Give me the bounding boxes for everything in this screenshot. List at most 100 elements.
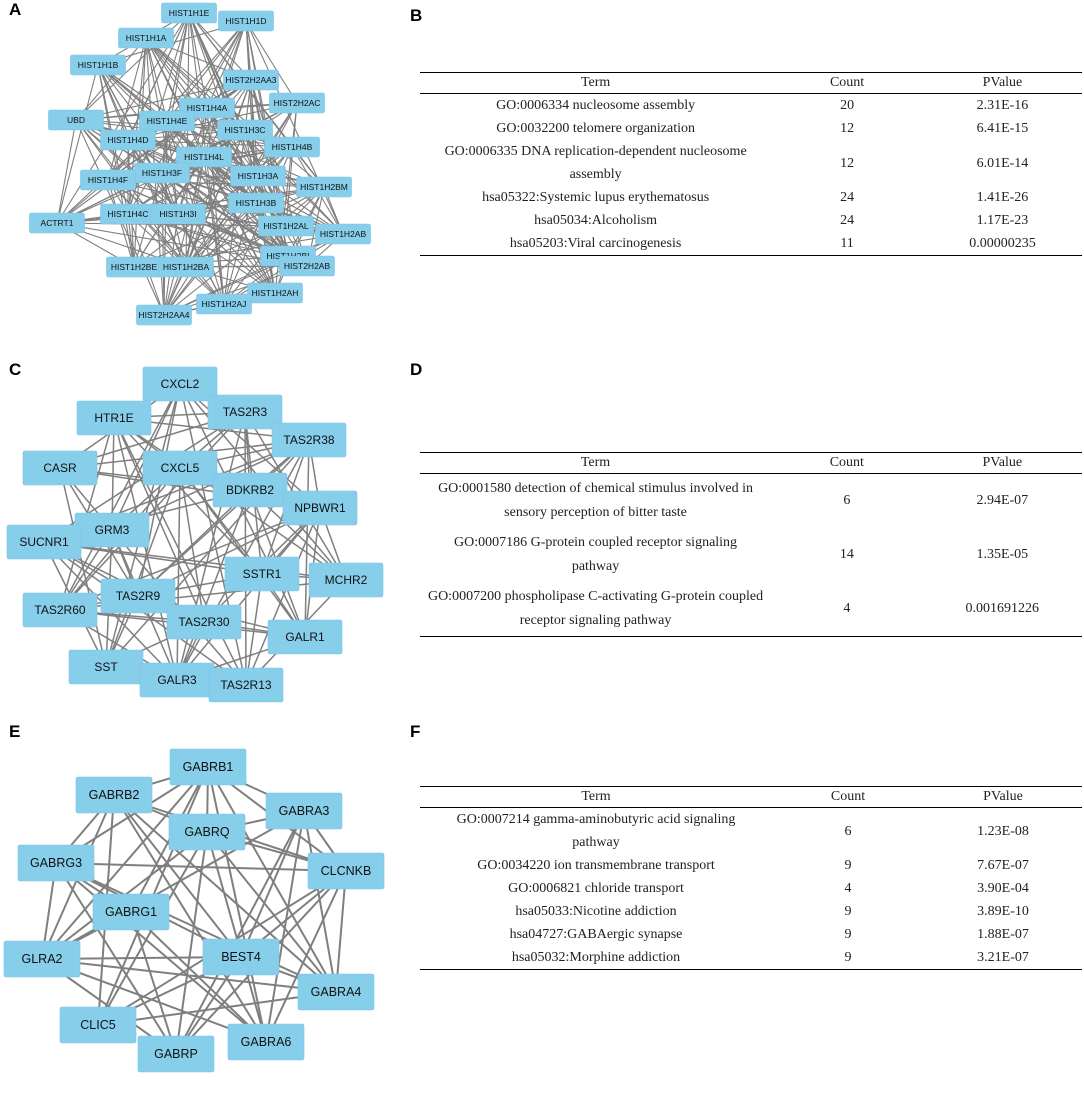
node-label: HIST1H2AH: [252, 288, 299, 298]
node-label: HIST1H4C: [107, 209, 148, 219]
node-label: HIST2H2AA3: [225, 75, 276, 85]
node-label: HIST1H3I: [159, 209, 196, 219]
node-label: GABRB2: [89, 788, 140, 802]
cell-pvalue: 1.41E-26: [976, 190, 1029, 205]
table-row: GO:0001580 detection of chemical stimulu…: [420, 474, 1082, 529]
edge: [75, 119, 293, 148]
node-gabrb2: GABRB2: [75, 776, 153, 814]
cell-count: 9: [844, 927, 852, 942]
cell-term: hsa04727:GABAergic synapse: [509, 927, 683, 942]
edge: [161, 20, 247, 174]
node-label: CASR: [43, 461, 77, 475]
edge: [55, 862, 337, 993]
node-hist1h4f: HIST1H4F: [80, 169, 136, 191]
cell-term: GO:0006821 chloride transport: [508, 881, 684, 896]
edge: [161, 172, 289, 257]
node-clcnkb: CLCNKB: [307, 852, 385, 890]
cell-term: GO:0032200 telomere organization: [496, 121, 696, 136]
node-label: HTR1E: [94, 411, 133, 425]
edge: [127, 139, 187, 268]
edge: [113, 417, 178, 681]
node-cxcl2: CXCL2: [142, 366, 218, 402]
node-tas2r30: TAS2R30: [166, 604, 242, 640]
node-label: HIST1H1A: [126, 33, 167, 43]
edge: [41, 810, 305, 960]
cell-term: hsa05032:Morphine addiction: [420, 946, 773, 970]
cell-count: 24: [840, 213, 855, 228]
node-label: GABRG3: [30, 856, 82, 870]
node-hist1h1a: HIST1H1A: [118, 27, 174, 49]
node-label: HIST1H3F: [142, 168, 182, 178]
edge: [163, 186, 325, 316]
edge: [41, 958, 337, 993]
edge: [206, 831, 267, 1043]
node-gabrp: GABRP: [137, 1035, 215, 1073]
node-bdkrb2: BDKRB2: [212, 472, 288, 508]
node-tas2r13: TAS2R13: [208, 667, 284, 703]
cell-term: hsa05322:Systemic lupus erythematosus: [482, 190, 710, 205]
node-clic5: CLIC5: [59, 1006, 137, 1044]
node-cxcl5: CXCL5: [142, 450, 218, 486]
node-galr1: GALR1: [267, 619, 343, 655]
node-label: MCHR2: [325, 573, 368, 587]
node-label: HIST2H2AC: [274, 98, 321, 108]
node-label: TAS2R38: [283, 433, 334, 447]
node-sucnr1: SUCNR1: [6, 524, 82, 560]
node-label: HIST1H3B: [236, 198, 277, 208]
panel-label-b: B: [410, 6, 423, 25]
edge: [113, 417, 247, 686]
node-hist1h3f: HIST1H3F: [134, 162, 190, 184]
cell-pvalue: 1.17E-23: [976, 213, 1029, 228]
node-galr3: GALR3: [139, 662, 215, 698]
panel-label-e: E: [9, 722, 21, 741]
edge: [145, 37, 168, 122]
edge: [175, 831, 208, 1055]
table-f: Term Count PValue GO:0007214 gamma-amino…: [420, 786, 1082, 970]
cell-pvalue: 0.00000235: [922, 232, 1082, 256]
cell-pvalue: 3.90E-04: [977, 881, 1029, 896]
node-label: HIST1H4A: [187, 103, 228, 113]
node-hist1h4b: HIST1H4B: [264, 136, 320, 158]
cell-pvalue: 1.35E-05: [976, 547, 1029, 562]
edge: [203, 156, 225, 305]
node-hist2h2ac: HIST2H2AC: [269, 92, 325, 114]
node-label: TAS2R60: [34, 603, 85, 617]
panel-label-a: A: [9, 0, 22, 19]
node-hist1h1d: HIST1H1D: [218, 10, 274, 32]
node-label: UBD: [67, 115, 85, 125]
node-label: GABRA4: [311, 985, 362, 999]
edge: [265, 810, 305, 1043]
edge: [185, 186, 325, 268]
cell-pvalue: 1.23E-08: [977, 823, 1029, 839]
table-d: Term Count PValue GO:0001580 detection o…: [420, 452, 1082, 637]
cell-count: 11: [771, 232, 923, 256]
edge: [41, 766, 209, 960]
cell-pvalue: 6.01E-14: [976, 155, 1029, 171]
node-label: TAS2R3: [223, 405, 268, 419]
table-b: Term Count PValue GO:0006334 nucleosome …: [420, 72, 1082, 256]
network-e: GABRB1GABRB2GABRA3GABRG3GABRQCLCNKBGABRG…: [3, 748, 385, 1073]
node-label: GLRA2: [22, 952, 63, 966]
edge: [43, 541, 247, 686]
cell-pvalue: 3.89E-10: [977, 904, 1029, 919]
node-actrt1: ACTRT1: [29, 212, 85, 234]
cell-term: hsa05033:Nicotine addiction: [515, 904, 677, 919]
edge: [59, 467, 107, 668]
node-hist1h4l: HIST1H4L: [176, 146, 232, 168]
node-hist1h2be: HIST1H2BE: [106, 256, 162, 278]
node-label: GABRA6: [241, 1035, 292, 1049]
node-label: HIST1H2AL: [263, 221, 309, 231]
node-best4: BEST4: [202, 938, 280, 976]
node-gabra6: GABRA6: [227, 1023, 305, 1061]
node-hist1h3c: HIST1H3C: [217, 119, 273, 141]
node-hist1h2ah: HIST1H2AH: [247, 282, 303, 304]
node-casr: CASR: [22, 450, 98, 486]
node-label: HIST1H4E: [147, 116, 188, 126]
node-gabra3: GABRA3: [265, 792, 343, 830]
table-header-row: Term Count PValue: [420, 452, 1082, 474]
cell-pvalue: 0.001691226: [922, 582, 1082, 637]
